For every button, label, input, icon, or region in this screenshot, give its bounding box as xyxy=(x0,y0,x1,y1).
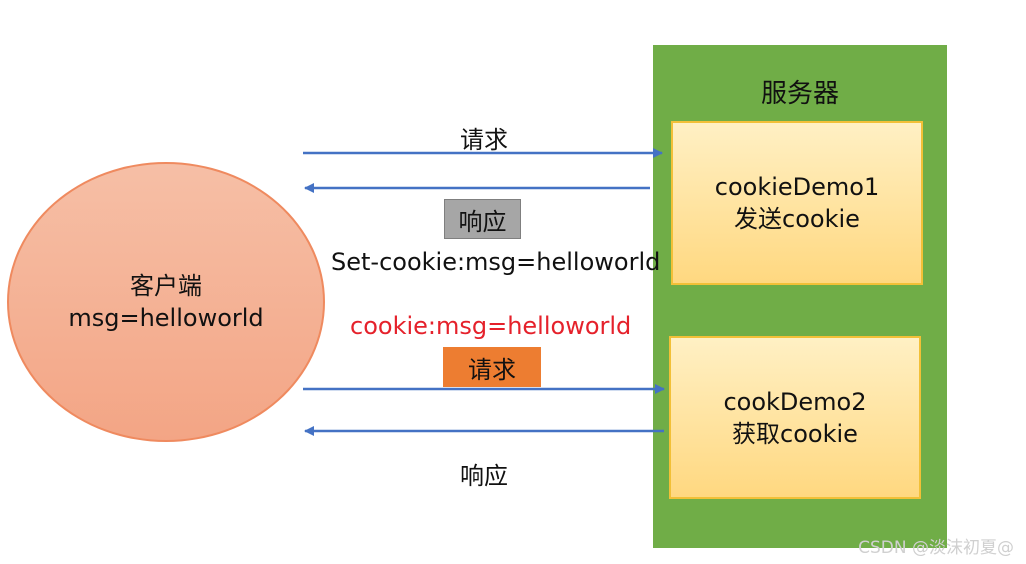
cook-demo2-box: cookDemo2 获取cookie xyxy=(669,336,921,499)
cookie-demo1-desc: 发送cookie xyxy=(734,205,860,233)
request2-label: 请求 xyxy=(443,347,541,387)
response1-text: 响应 xyxy=(458,207,507,236)
response2-label: 响应 xyxy=(460,462,508,490)
cookie-header-label: cookie:msg=helloworld xyxy=(350,312,632,340)
request1-label: 请求 xyxy=(460,126,508,154)
csdn-watermark: CSDN @淡沫初夏@ xyxy=(858,538,1014,558)
client-ellipse: 客户端 msg=helloworld xyxy=(7,162,325,442)
cook-demo2-desc: 获取cookie xyxy=(732,419,858,448)
request2-text: 请求 xyxy=(468,355,516,384)
cookie-demo1-box: cookieDemo1 发送cookie xyxy=(671,121,923,285)
client-title: 客户端 xyxy=(130,272,202,300)
response1-label: 响应 xyxy=(444,199,521,239)
server-title: 服务器 xyxy=(760,79,839,109)
set-cookie-label: Set-cookie:msg=helloworld xyxy=(331,248,661,276)
cook-demo2-name: cookDemo2 xyxy=(723,387,867,416)
cookie-demo1-name: cookieDemo1 xyxy=(714,173,880,201)
client-value: msg=helloworld xyxy=(68,304,264,332)
